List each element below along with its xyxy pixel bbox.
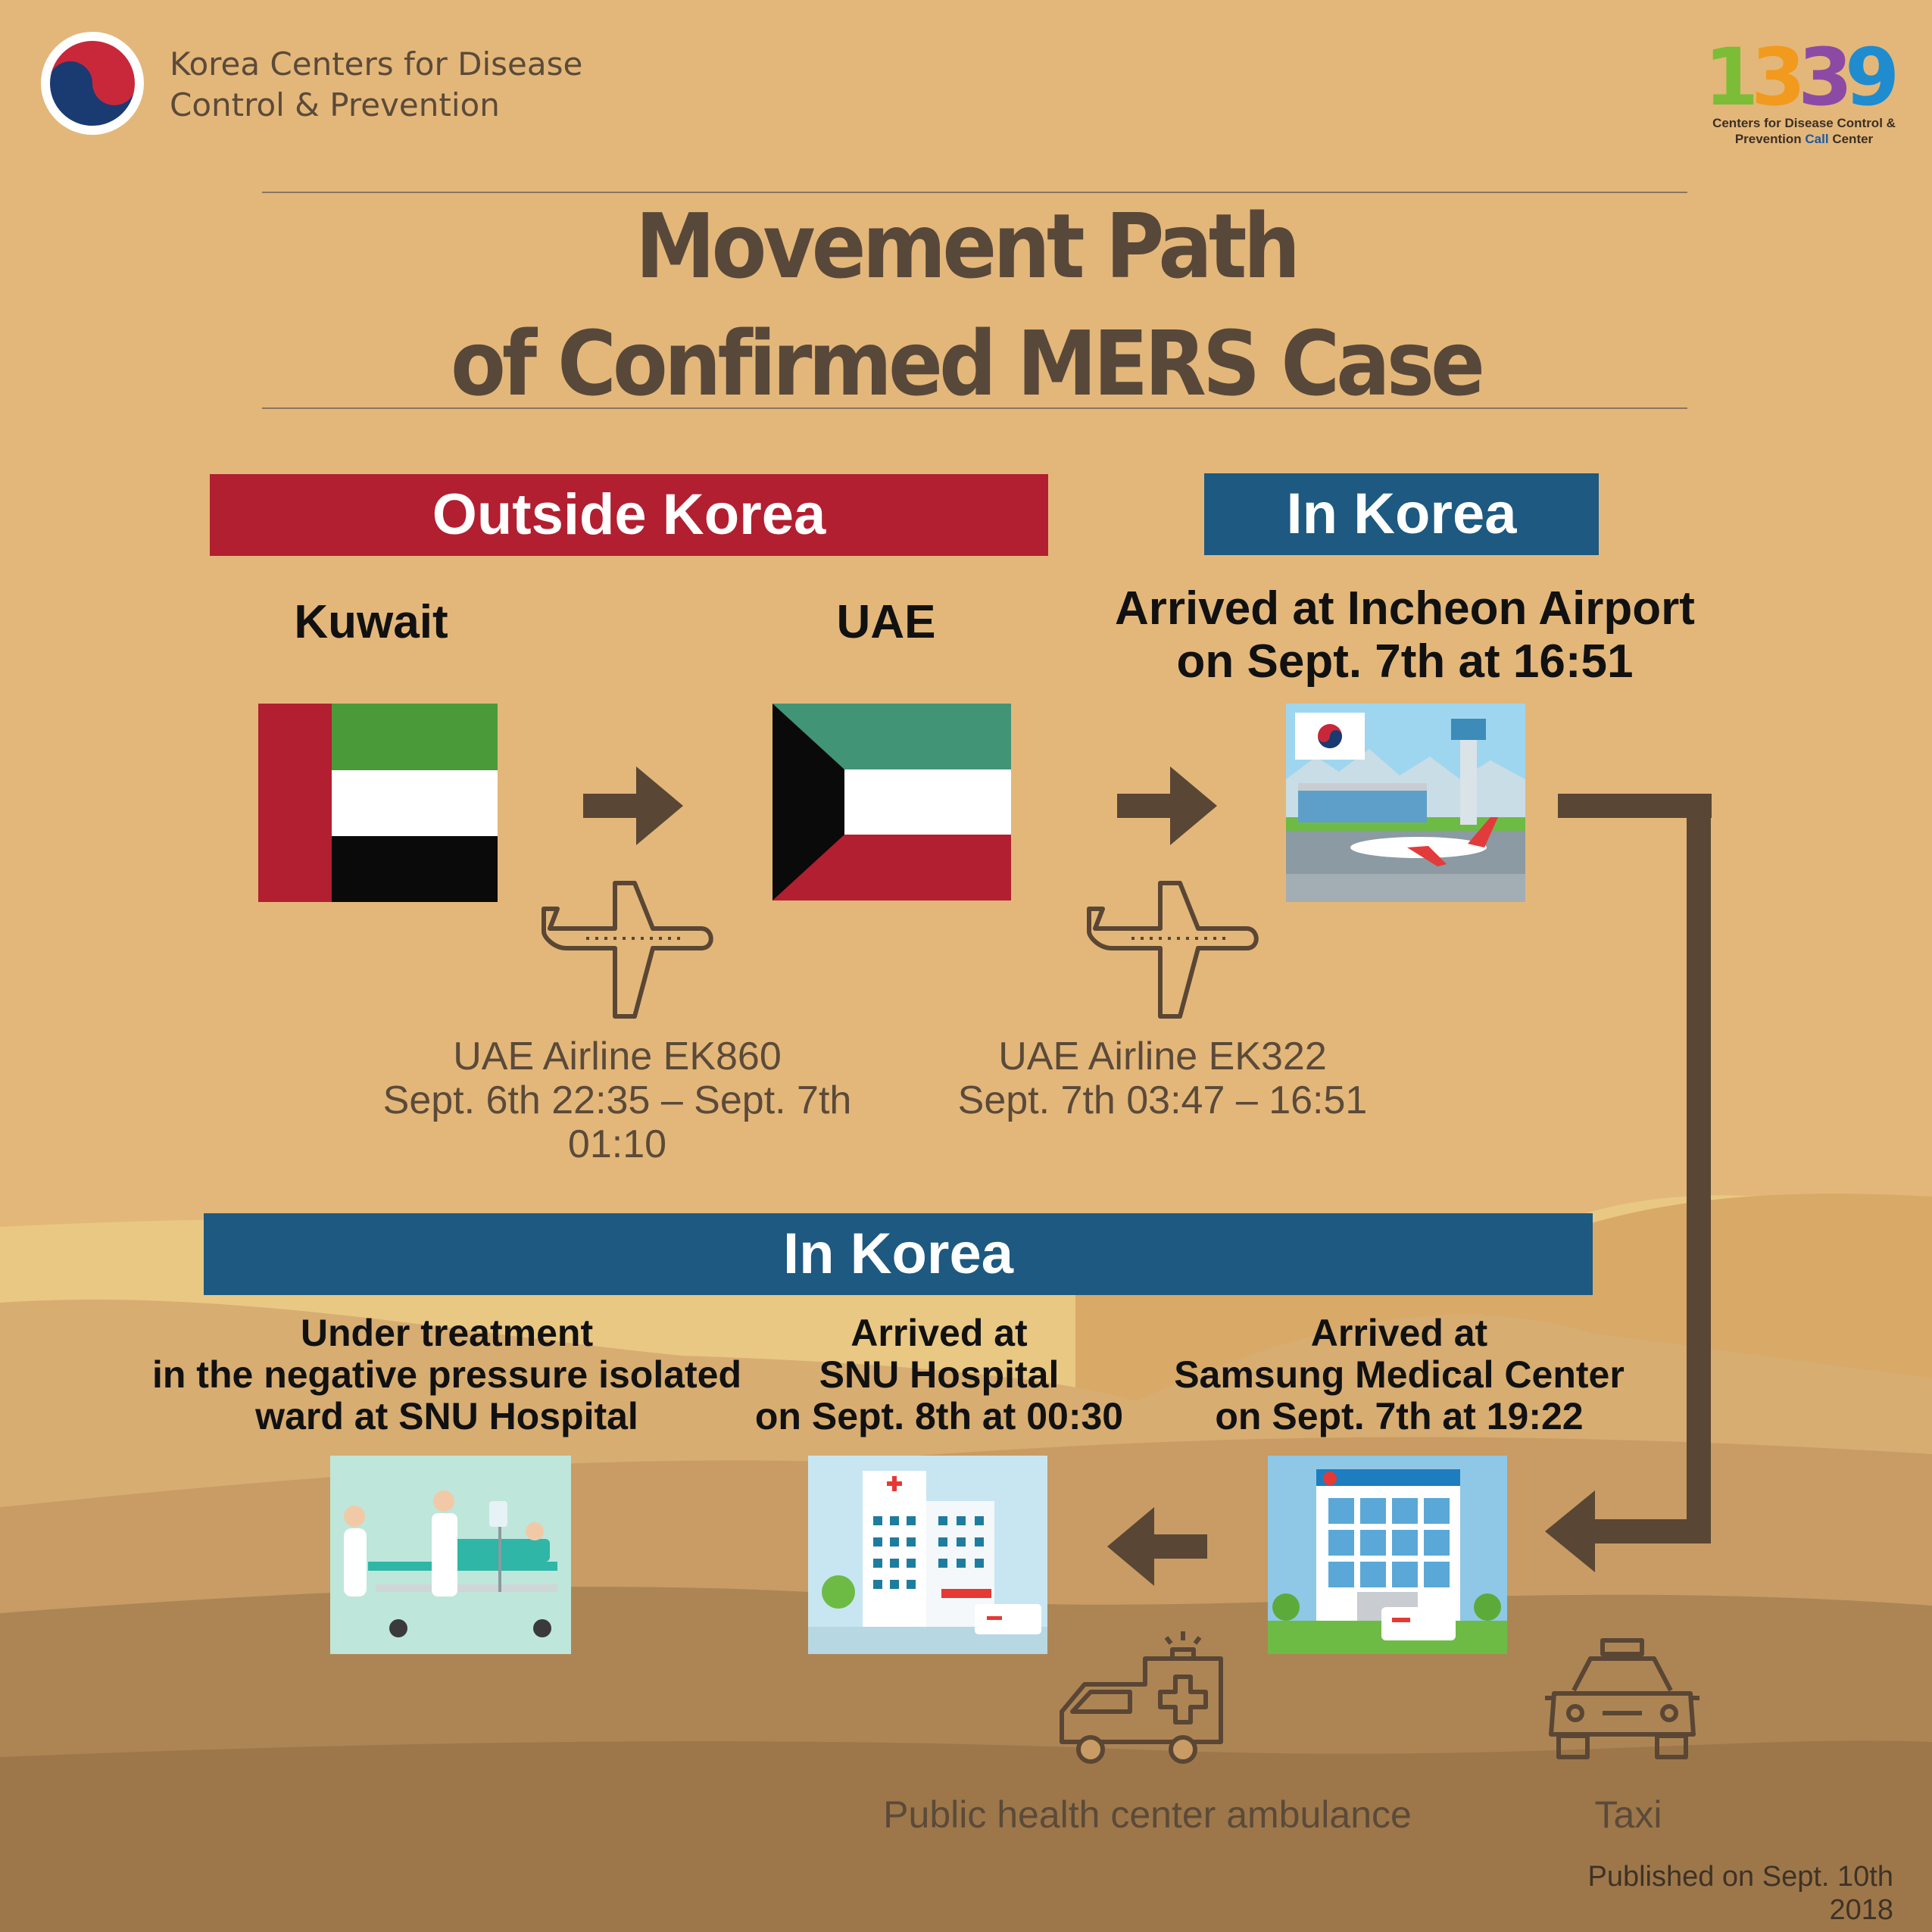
callcenter-line2-pre: Prevention — [1734, 132, 1802, 146]
ambulance-icon — [1060, 1631, 1223, 1764]
stop-samsung-line2: Samsung Medical Center — [1174, 1353, 1625, 1396]
org-name-line2: Control & Prevention — [170, 86, 500, 123]
stop-label-incheon-line2: on Sept. 7th at 16:51 — [1176, 635, 1634, 688]
vehicle-label-ambulance: Public health center ambulance — [883, 1793, 1412, 1836]
stop-treatment-line3: ward at SNU Hospital — [255, 1395, 638, 1437]
stop-snu-line2: SNU Hospital — [819, 1353, 1060, 1396]
in-korea-banner-bottom: In Korea — [204, 1213, 1593, 1295]
connector-elbow-arrow-icon — [1545, 794, 1712, 1572]
arrow-left-icon — [1107, 1507, 1207, 1586]
incheon-airport-illustration — [1286, 704, 1525, 902]
stop-snu-line3: on Sept. 8th at 00:30 — [754, 1395, 1124, 1437]
stop-label-uae: UAE — [836, 596, 936, 648]
vehicle-label-taxi: Taxi — [1594, 1793, 1662, 1836]
stop-samsung-line3: on Sept. 7th at 19:22 — [1215, 1395, 1584, 1437]
kuwait-flag-icon — [772, 704, 1011, 900]
arrow-right-2-icon — [1117, 766, 1217, 845]
callcenter-caption: Centers for Disease Control & Prevention… — [1684, 115, 1924, 147]
stop-treatment-line1: Under treatment — [300, 1312, 594, 1354]
flight-1-line2: Sept. 6th 22:35 – Sept. 7th 01:10 — [382, 1078, 852, 1166]
published-date: Published on Sept. 10th 2018 — [1587, 1861, 1893, 1926]
callcenter-line1: Centers for Disease Control & — [1712, 116, 1896, 130]
airplane-2-icon — [1087, 881, 1259, 1019]
svg-text:3: 3 — [1751, 31, 1806, 121]
snu-hospital-illustration — [808, 1456, 1047, 1654]
airplane-1-icon — [542, 881, 713, 1019]
uae-flag-icon — [258, 704, 498, 902]
stop-treatment-line2: in the negative pressure isolated — [151, 1353, 742, 1396]
samsung-medical-center-illustration — [1268, 1456, 1507, 1654]
flight-2-line2: Sept. 7th 03:47 – 16:51 — [957, 1078, 1368, 1122]
treatment-ward-illustration — [330, 1456, 571, 1654]
flight-1-line1: UAE Airline EK860 — [453, 1035, 782, 1078]
stop-label-incheon-line1: Arrived at Incheon Airport — [1115, 582, 1695, 635]
callcenter-line2-post: Center — [1832, 132, 1874, 146]
org-name: Korea Centers for Disease Control & Prev… — [170, 44, 582, 126]
svg-text:1: 1 — [1704, 31, 1759, 121]
callcenter-line2-call: Call — [1805, 132, 1829, 146]
org-name-line1: Korea Centers for Disease — [170, 45, 583, 83]
callcenter-line2: Prevention Call Center — [1684, 131, 1924, 147]
title-rule-top — [262, 192, 1687, 193]
svg-text:9: 9 — [1845, 31, 1898, 121]
taxi-icon — [1545, 1638, 1699, 1759]
page-title-line1: Movement Path — [635, 194, 1300, 298]
arrow-right-1-icon — [583, 766, 683, 845]
svg-text:3: 3 — [1798, 31, 1852, 121]
outside-korea-banner: Outside Korea — [210, 474, 1048, 556]
callcenter-1339-logo: 1 3 3 9 — [1704, 31, 1898, 121]
stop-label-kuwait: Kuwait — [294, 596, 448, 648]
kcdc-emblem-icon — [41, 32, 144, 135]
in-korea-banner-top: In Korea — [1204, 473, 1599, 555]
stop-samsung-line1: Arrived at — [1310, 1312, 1488, 1354]
title-rule-bottom — [262, 407, 1687, 409]
stop-snu-line1: Arrived at — [851, 1312, 1028, 1354]
page-title-line2: of Confirmed MERS Case — [450, 311, 1485, 416]
flight-2-line1: UAE Airline EK322 — [998, 1035, 1327, 1078]
